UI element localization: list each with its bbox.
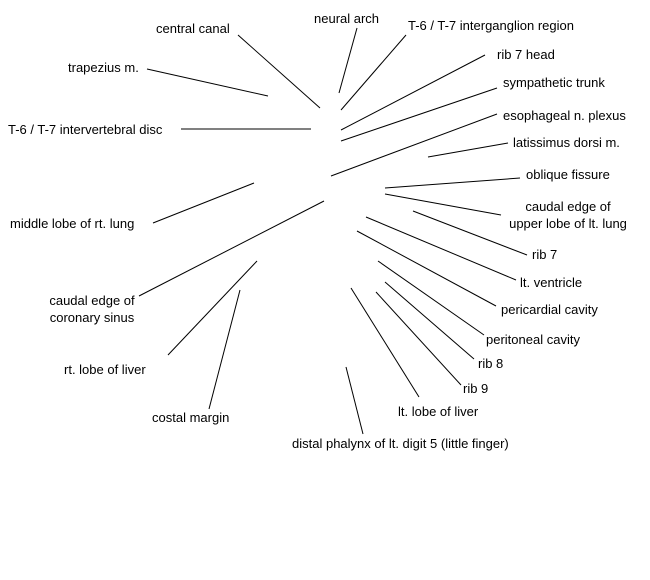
label-sympathetic-trunk: sympathetic trunk — [503, 75, 605, 90]
label-neural-arch: neural arch — [314, 11, 380, 26]
leader-central-canal — [237, 34, 321, 109]
label-caudal-edge-upper-lobe: caudal edge of upper lobe of lt. lung — [502, 198, 634, 232]
leader-rib7 — [412, 210, 528, 256]
label-lt-lobe-liver: lt. lobe of liver — [398, 404, 479, 419]
label-distal-phalynx: distal phalynx of lt. digit 5 (little fi… — [292, 436, 509, 451]
leader-t6-t7-interganglion — [340, 34, 407, 111]
label-esophageal-plexus: esophageal n. plexus — [503, 108, 626, 123]
label-latissimus-dorsi: latissimus dorsi m. — [513, 135, 620, 150]
leader-oblique-fissure — [384, 177, 521, 189]
leader-latissimus-dorsi — [427, 142, 509, 158]
leader-costal-margin — [208, 289, 241, 410]
leader-distal-phalynx — [345, 366, 364, 435]
label-caudal-edge-upper-lobe-line2: upper lobe of lt. lung — [509, 216, 627, 231]
label-t6-t7-interganglion: T-6 / T-7 interganglion region — [408, 18, 574, 33]
label-costal-margin: costal margin — [152, 410, 230, 425]
label-rib7-head: rib 7 head — [497, 47, 555, 62]
label-lt-ventricle: lt. ventricle — [520, 275, 583, 290]
leader-esophageal-plexus — [330, 113, 498, 177]
leader-lt-ventricle — [365, 216, 517, 281]
label-coronary-sinus-line2: coronary sinus — [49, 310, 135, 325]
label-central-canal: central canal — [156, 21, 230, 36]
leader-rt-lobe-liver — [167, 260, 258, 356]
leader-lt-lobe-liver — [350, 287, 420, 398]
leader-rib9 — [375, 291, 462, 386]
leader-coronary-sinus — [138, 200, 325, 297]
label-t6-t7-disc: T-6 / T-7 intervertebral disc — [8, 122, 163, 137]
label-caudal-edge-upper-lobe-line1: caudal edge of — [525, 199, 611, 214]
leader-sympathetic-trunk — [340, 87, 498, 142]
leader-caudal-edge-upper-lobe — [384, 193, 502, 216]
label-rt-lobe-liver: rt. lobe of liver — [64, 362, 146, 377]
label-coronary-sinus-line1: caudal edge of — [49, 293, 135, 308]
leader-trapezius — [146, 68, 269, 97]
label-pericardial-cavity: pericardial cavity — [501, 302, 598, 317]
label-oblique-fissure: oblique fissure — [526, 167, 610, 182]
leader-middle-lobe — [152, 182, 255, 224]
label-coronary-sinus: caudal edge of coronary sinus — [40, 292, 144, 326]
label-rib7: rib 7 — [532, 247, 558, 262]
label-rib8: rib 8 — [478, 356, 504, 371]
label-trapezius: trapezius m. — [68, 60, 139, 75]
leader-rib7-head — [340, 54, 486, 131]
leader-rib8 — [384, 281, 475, 360]
label-rib9: rib 9 — [463, 381, 489, 396]
leader-peritoneal-cavity — [377, 260, 485, 336]
label-middle-lobe: middle lobe of rt. lung — [10, 216, 135, 231]
leader-neural-arch — [338, 27, 358, 94]
label-peritoneal-cavity: peritoneal cavity — [486, 332, 580, 347]
leader-pericardial-cavity — [356, 230, 497, 307]
